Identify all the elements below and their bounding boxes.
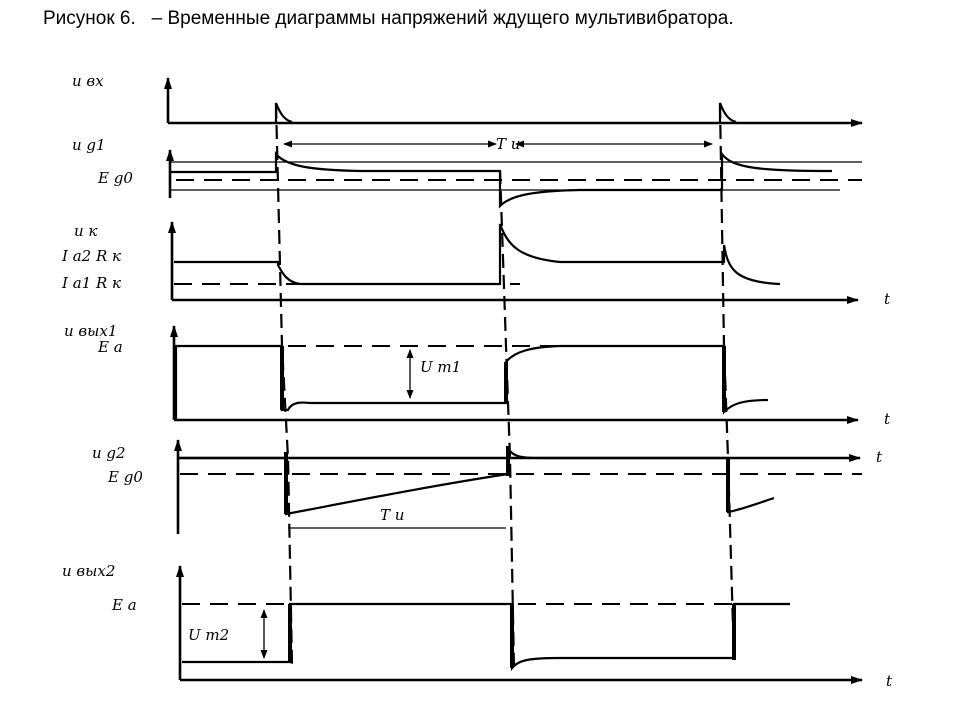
label-ea-1: E a <box>97 338 123 356</box>
figure-caption: Рисунок 6. – Временные диаграммы напряже… <box>43 8 943 30</box>
label-u-g2: u g2 <box>92 444 126 462</box>
label-t-pulse-mid: T и <box>380 506 404 524</box>
figure-title: – Временные диаграммы напряжений ждущего… <box>151 8 734 29</box>
label-u-out1: u вых1 <box>64 322 117 340</box>
u-out2-waveform <box>182 602 790 672</box>
time-alignment-lines <box>274 103 736 669</box>
panel-u-in <box>164 77 863 127</box>
panel-u-out2 <box>176 565 863 684</box>
panel-u-g1 <box>166 140 862 209</box>
label-ea-2: E a <box>111 596 137 614</box>
label-t-axis-4: t <box>884 410 891 428</box>
align-line-3 <box>718 103 736 661</box>
label-u-in: u вх <box>72 72 104 90</box>
label-u-k: u к <box>74 222 97 240</box>
label-eg0-top: E g0 <box>97 169 133 187</box>
label-u-g1: u g1 <box>72 136 106 154</box>
align-line-2 <box>498 169 516 669</box>
label-t-axis-6: t <box>886 672 893 690</box>
label-ia2rk: I a2 R к <box>61 247 121 265</box>
panel-u-k <box>168 221 859 304</box>
label-u-out2: u вых2 <box>62 562 115 580</box>
u-g1-waveform <box>170 150 833 209</box>
u-k-waveform <box>174 223 781 286</box>
u-in-trigger-pulse-2 <box>718 102 737 124</box>
panel-u-g2 <box>174 439 862 534</box>
label-ia1rk: I a1 R к <box>61 274 121 292</box>
label-t-pulse-top: T и <box>496 135 520 153</box>
align-line-1 <box>274 103 294 665</box>
panel-u-out1 <box>170 325 859 424</box>
label-t-axis-3: t <box>884 290 891 308</box>
figure-label: Рисунок 6. <box>43 8 136 29</box>
label-t-axis-5: t <box>876 448 883 466</box>
u-in-trigger-pulse-1 <box>274 102 293 124</box>
label-um1: U m1 <box>420 358 461 376</box>
label-eg0-mid: E g0 <box>107 468 143 486</box>
u-out1-waveform <box>174 344 769 420</box>
label-um2: U m2 <box>188 626 229 644</box>
